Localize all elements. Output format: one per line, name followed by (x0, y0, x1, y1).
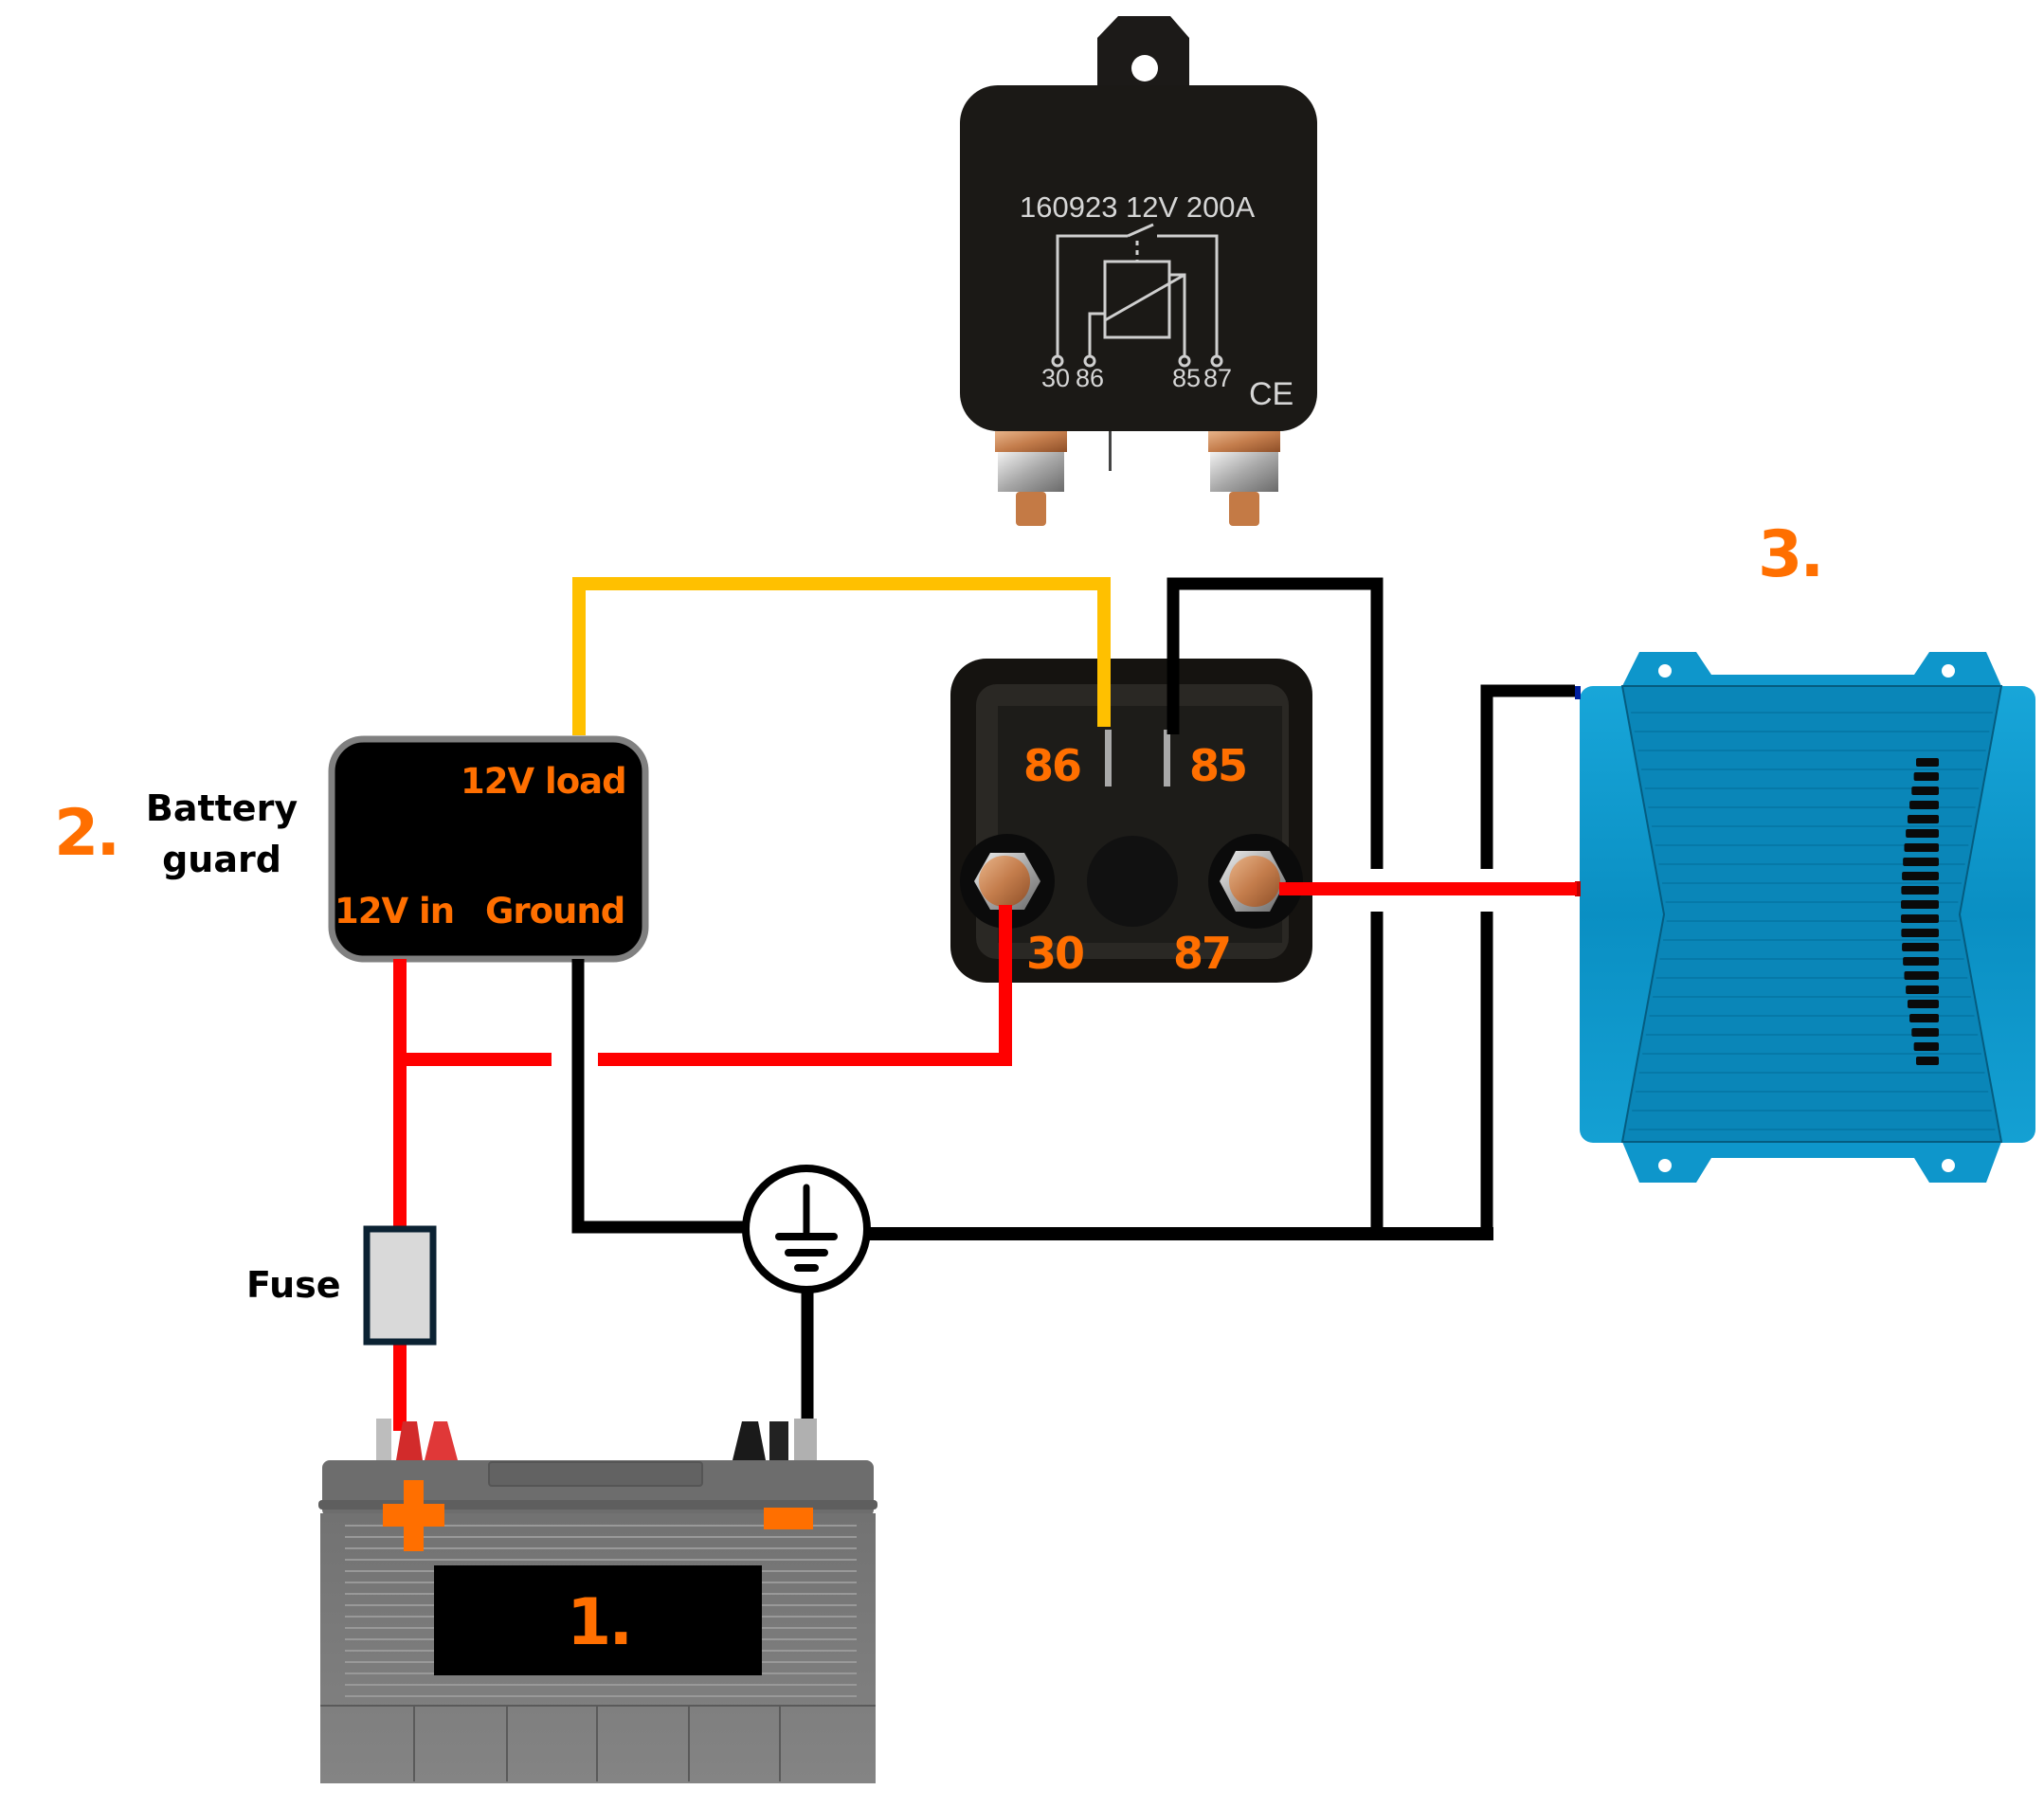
wire-black-device-neg (1480, 684, 1575, 869)
fuse-label: Fuse (246, 1264, 341, 1306)
relay-pin-87-label: 87 (1173, 928, 1232, 979)
device-vent-slot (1903, 858, 1939, 866)
battery (318, 1419, 877, 1783)
relay-terminal-87 (1208, 834, 1303, 929)
battery-guard-title: Battery guard (140, 783, 303, 885)
device-vent-slot (1902, 872, 1939, 880)
port-ground-label: Ground (485, 891, 625, 931)
wire-black-guard-ground (571, 959, 744, 1234)
device-vent-slot (1916, 1057, 1939, 1065)
wires (393, 577, 1577, 1431)
battery-guard-title-line1: Battery (145, 787, 298, 829)
relay-pin-86-blade (1105, 730, 1112, 786)
device-vent-slot (1911, 1028, 1939, 1037)
device-vent-slot (1907, 815, 1939, 823)
device-vent-slot (1916, 758, 1939, 767)
relay-small-pin (1109, 431, 1112, 471)
device-mount-tabs-bottom (1622, 1142, 2001, 1183)
relay-print-text: 160923 12V 200A (1020, 190, 1256, 224)
battery-plus-icon (383, 1480, 444, 1551)
relay-center-button (1087, 836, 1178, 927)
device-mount-tabs-top (1622, 652, 2001, 686)
relay-printed-schematic (1051, 223, 1223, 368)
device-vent-slot (1904, 971, 1939, 980)
battery-negative-terminal (733, 1419, 817, 1460)
device-vent-slot (1906, 829, 1939, 838)
battery-guard-title-line2: guard (162, 839, 281, 880)
device-vent-slot (1901, 886, 1939, 895)
battery-guard-box (328, 735, 649, 963)
device-vent-slot (1907, 1000, 1939, 1008)
device-vent-slot (1901, 914, 1939, 923)
device-3 (1575, 652, 2035, 1183)
port-12v-in-label: 12V in (335, 891, 455, 931)
relay-bolt-left (995, 431, 1067, 526)
fuse (363, 1225, 437, 1346)
battery-guard-number: 2. (54, 796, 120, 871)
wire-red-to-30-b (598, 905, 1012, 1066)
battery-minus-icon (764, 1508, 813, 1529)
battery-number: 1. (567, 1585, 633, 1660)
device-terminal-pos (1575, 881, 1581, 896)
device-vent-slot (1901, 900, 1939, 909)
relay-bolt-right (1208, 431, 1280, 526)
wire-black-85 (1167, 577, 1384, 869)
device-center-panel (1620, 685, 2003, 1143)
relay-bottom-view (950, 659, 1312, 983)
relay-pin-86-label: 86 (1023, 740, 1082, 791)
device-vent-slot (1909, 801, 1939, 809)
relay-print-pin-85: 85 (1172, 364, 1202, 392)
device-vent-slot (1904, 843, 1939, 852)
device-vent-slots (1901, 758, 1939, 1065)
relay-print-pin-86: 86 (1076, 364, 1105, 392)
battery-label-panel (434, 1565, 762, 1675)
wire-yellow-load-to-86 (572, 577, 1111, 735)
earth-ground-icon (742, 1165, 871, 1293)
relay-pin-85-blade (1164, 730, 1170, 786)
device-vent-slot (1913, 1042, 1939, 1051)
device-number: 3. (1758, 517, 1824, 592)
relay-body-top (960, 85, 1317, 431)
battery-cell-dividers (320, 1705, 876, 1781)
relay-print-pin-87: 87 (1203, 364, 1233, 392)
battery-positive-terminal (376, 1419, 458, 1460)
relay-photo-top (960, 16, 1317, 526)
relay-print-pin-30: 30 (1041, 364, 1071, 392)
device-vent-slot (1909, 1014, 1939, 1022)
relay-mount-hole (1131, 55, 1158, 81)
device-vent-slot (1903, 957, 1939, 966)
relay-pin-85-label: 85 (1189, 740, 1248, 791)
device-vent-slot (1902, 943, 1939, 951)
device-vent-slot (1911, 786, 1939, 795)
device-vent-slot (1901, 929, 1939, 937)
relay-pin-30-label: 30 (1026, 928, 1085, 979)
port-12v-load-label: 12V load (461, 761, 627, 802)
ce-mark: CE (1249, 376, 1294, 412)
device-vent-slot (1906, 985, 1939, 994)
device-vent-slot (1913, 772, 1939, 781)
relay-terminal-30 (960, 834, 1055, 929)
device-terminal-neg (1575, 686, 1581, 699)
